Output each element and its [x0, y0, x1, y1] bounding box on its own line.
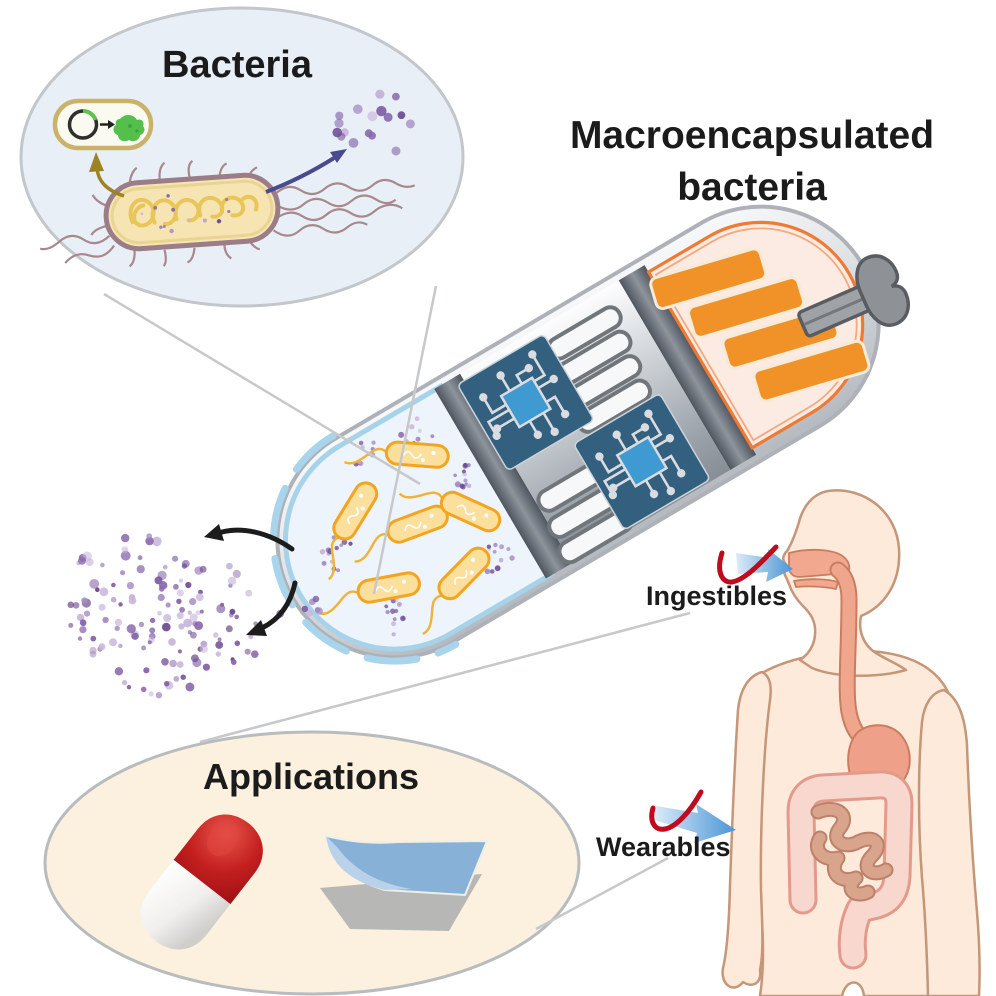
bacteria-callout-label: Bacteria: [127, 44, 347, 87]
plasmid-expression-inset: [55, 101, 151, 148]
applications-callout-label: Applications: [176, 756, 446, 798]
figure-title: Macroencapsulated bacteria: [512, 110, 992, 214]
right-arm: [919, 690, 980, 996]
figure-title-line2: bacteria: [512, 162, 992, 214]
figure-title-line1: Macroencapsulated: [512, 110, 992, 162]
ingestibles-label: Ingestibles: [646, 581, 787, 612]
wearables-label: Wearables: [596, 832, 731, 863]
